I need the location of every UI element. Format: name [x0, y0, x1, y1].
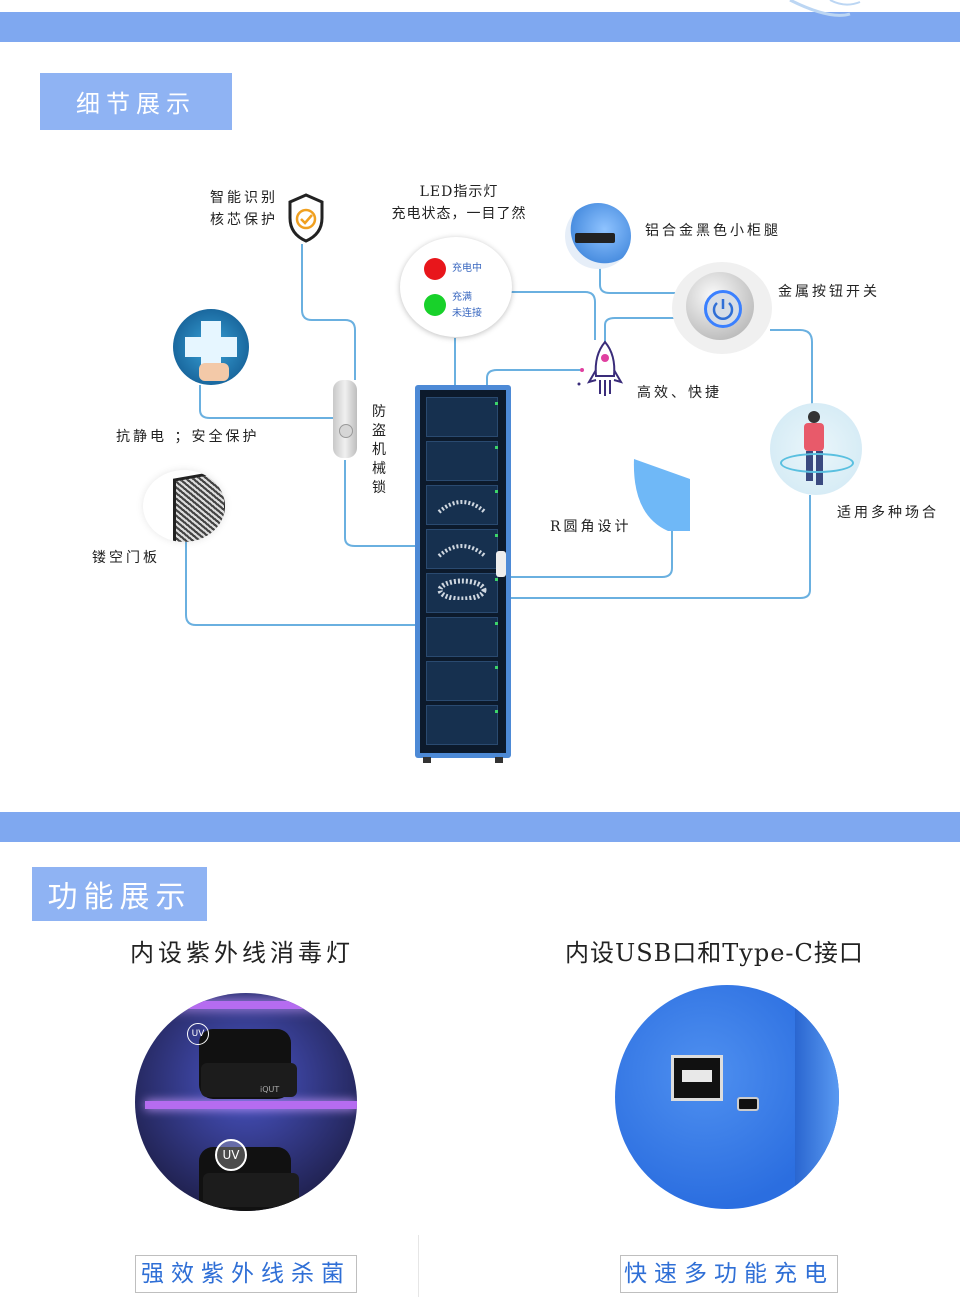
status-charging: 充电中	[452, 263, 482, 274]
functions-section-title: 功能展示	[32, 867, 207, 921]
status-indicator-panel: 充电中 充满 未连接	[400, 237, 512, 337]
usb-a-port-icon	[671, 1055, 723, 1101]
legs-label: 铝合金黑色小柜腿	[645, 223, 781, 239]
red-led-icon	[424, 258, 446, 280]
cabinet-leg-image	[565, 203, 631, 269]
status-disconnected: 未连接	[452, 308, 482, 319]
middle-banner	[0, 812, 960, 842]
status-full: 充满	[452, 292, 472, 303]
shield-check-icon	[288, 193, 324, 243]
antistatic-label: 抗静电 ；安全保护	[116, 429, 260, 445]
scenes-image	[770, 403, 862, 495]
efficient-label: 高效、快捷	[637, 385, 722, 401]
hollow-door-label: 镂空门板	[92, 550, 160, 566]
connector-lines	[185, 244, 813, 626]
lock-label: 防盗机械锁	[372, 404, 386, 496]
usb-port-image	[615, 985, 839, 1209]
decorative-swoosh	[789, 0, 861, 17]
uv-badge-large-icon: UV	[215, 1139, 247, 1171]
top-banner	[0, 12, 960, 42]
antistatic-image	[173, 309, 249, 385]
scenes-label: 适用多种场合	[837, 505, 939, 521]
uv-badge-icon: UV	[187, 1023, 209, 1045]
lock-image	[333, 380, 357, 458]
metal-button-label: 金属按钮开关	[778, 284, 880, 300]
uv-function-title: 内设紫外线消毒灯	[130, 939, 354, 967]
uv-caption: 强效紫外线杀菌	[135, 1255, 357, 1293]
r-corner-label: R圆角设计	[550, 519, 632, 535]
led-indicator-label: LED指示灯 充电状态，一目了然	[391, 184, 527, 222]
r-corner-image	[633, 459, 690, 531]
smart-id-label: 智能识别 核芯保护	[210, 190, 278, 228]
details-section-title: 细节展示	[40, 73, 232, 130]
type-c-port-icon	[737, 1097, 759, 1111]
column-divider	[418, 1235, 419, 1297]
green-led-icon	[424, 294, 446, 316]
usb-caption: 快速多功能充电	[620, 1255, 838, 1293]
charging-cabinet-image	[415, 385, 511, 763]
power-icon	[712, 299, 734, 320]
rocket-icon	[577, 340, 624, 396]
hollow-door-image	[143, 470, 225, 542]
metal-button-image	[672, 262, 772, 354]
usb-function-title: 内设USB口和Type-C接口	[565, 939, 864, 967]
uv-disinfection-image: iQUT UV UV	[135, 993, 357, 1211]
